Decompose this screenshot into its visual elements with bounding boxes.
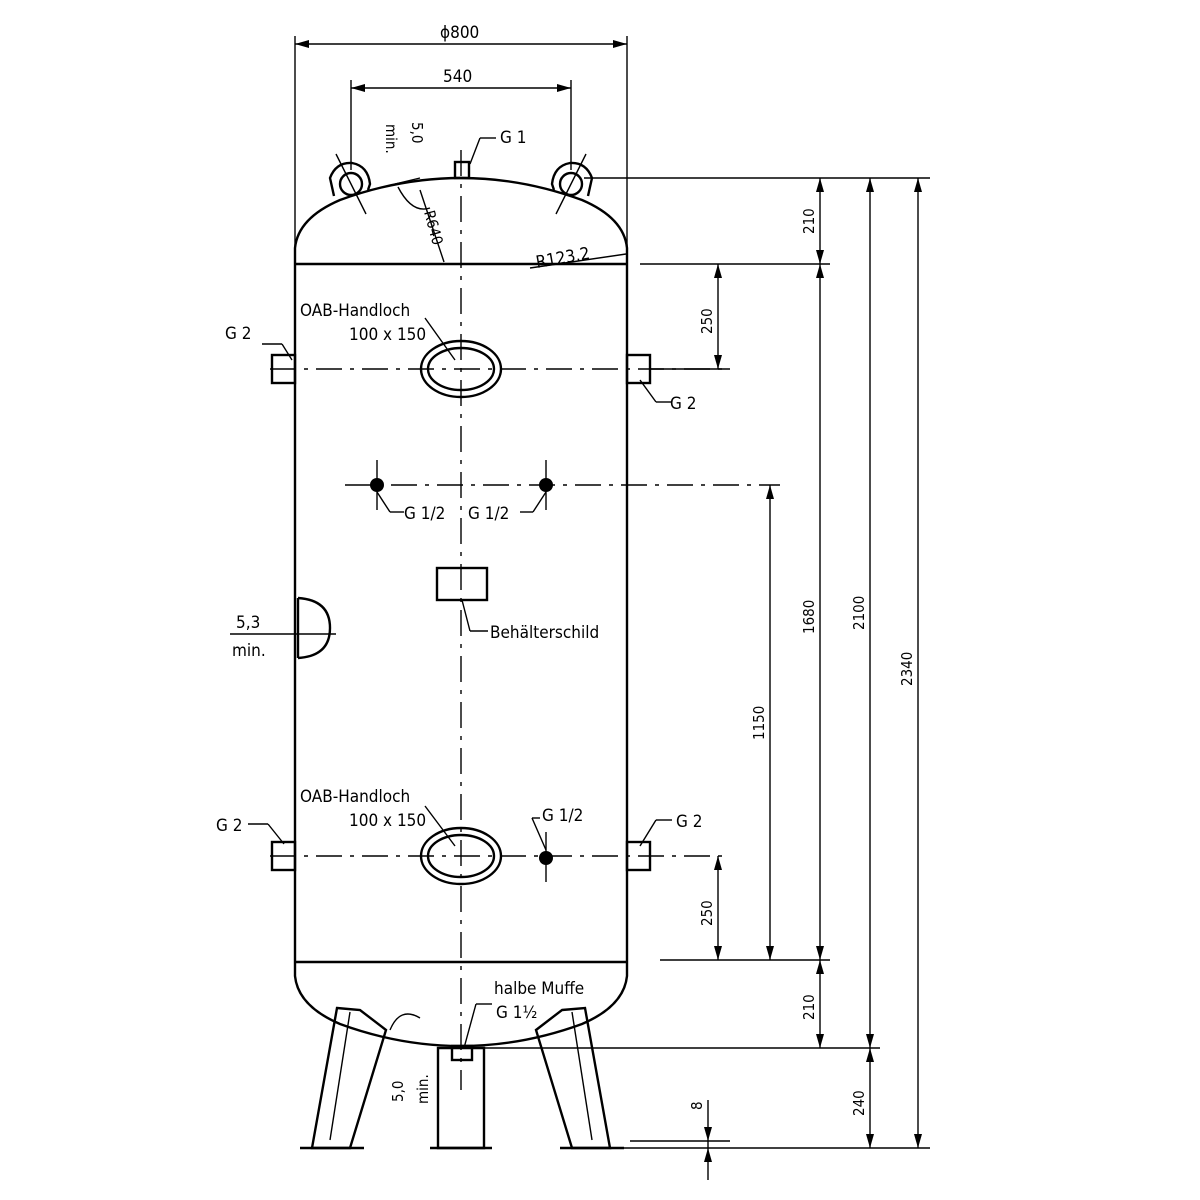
- label-oab-bot-2: 100 x 150: [349, 811, 426, 831]
- label-min5-top: 5,0: [408, 122, 426, 143]
- label-r640: R640: [420, 208, 446, 247]
- dimtext-210-top: 210: [800, 208, 818, 234]
- dimtext-2340: 2340: [898, 652, 916, 686]
- g12-socket-right: [539, 460, 553, 510]
- label-g12-left: G 1/2: [404, 504, 445, 524]
- dimtext-2100: 2100: [850, 596, 868, 630]
- label-muffe-2: G 1½: [496, 1003, 537, 1023]
- dim-250-bottom: [714, 856, 722, 960]
- label-g12-bottom: G 1/2: [542, 806, 583, 826]
- label-g2-bot-left: G 2: [216, 816, 242, 836]
- label-min-top: min.: [382, 124, 400, 154]
- g2-nozzle-top-left: [270, 353, 297, 385]
- label-g1: G 1: [500, 128, 526, 148]
- dimtext-240: 240: [850, 1090, 868, 1116]
- dim-250-top: [714, 264, 722, 369]
- label-min53-word: min.: [232, 641, 266, 661]
- leg-left: [300, 1006, 388, 1150]
- dimtext-250-bot: 250: [698, 900, 716, 926]
- dimtext-1680: 1680: [800, 600, 818, 634]
- top-wall-hatch: [394, 177, 431, 210]
- label-min-bot: min.: [414, 1074, 432, 1104]
- bottom-wall-hatch: [389, 1013, 421, 1031]
- label-oab-top-2: 100 x 150: [349, 325, 426, 345]
- label-oab-bot-1: OAB-Handloch: [300, 787, 410, 807]
- g2-nozzle-bot-right: [625, 840, 652, 872]
- dim-1680: [816, 264, 824, 960]
- leg-right: [534, 1006, 624, 1150]
- dimtext-210-bot: 210: [800, 994, 818, 1020]
- dimtext-1150: 1150: [750, 706, 768, 740]
- dim-540: [350, 80, 572, 170]
- label-g12-right: G 1/2: [468, 504, 509, 524]
- label-oab-top-1: OAB-Handloch: [300, 301, 410, 321]
- label-g2-bot-right: G 2: [676, 812, 702, 832]
- g12-socket-bottom: [539, 832, 553, 882]
- label-d800: ϕ800: [440, 23, 479, 43]
- dim-2340: [914, 178, 922, 1148]
- g12-socket-left: [370, 460, 384, 510]
- label-schild: Behälterschild: [490, 623, 599, 643]
- label-g2-top-right: G 2: [670, 394, 696, 414]
- bottom-muffe: [450, 1044, 474, 1062]
- dim-8: [704, 1100, 712, 1180]
- dim-210-top: [816, 178, 824, 264]
- lifting-lug-left: [328, 153, 372, 215]
- label-min53: 5,3: [236, 613, 260, 633]
- label-g2-top-left: G 2: [225, 324, 251, 344]
- dimtext-8: 8: [688, 1101, 706, 1110]
- leg-middle: [430, 1046, 492, 1150]
- g2-nozzle-bot-left: [270, 840, 297, 872]
- label-r123: R123.2: [534, 244, 591, 273]
- dim-210-bottom: [816, 960, 824, 1048]
- dim-2100: [866, 178, 874, 1048]
- lifting-lug-right: [550, 153, 594, 215]
- label-540: 540: [443, 67, 472, 87]
- g1-nozzle: [453, 160, 471, 180]
- dim-240: [866, 1048, 874, 1148]
- label-muffe-1: halbe Muffe: [494, 979, 584, 999]
- nameplate: [435, 566, 489, 602]
- side-wall-hatch: [230, 596, 336, 660]
- dimtext-250-top: 250: [698, 308, 716, 334]
- dim-1150: [766, 485, 774, 960]
- label-min5-bot: 5,0: [389, 1081, 407, 1102]
- dim-d800: [294, 36, 628, 252]
